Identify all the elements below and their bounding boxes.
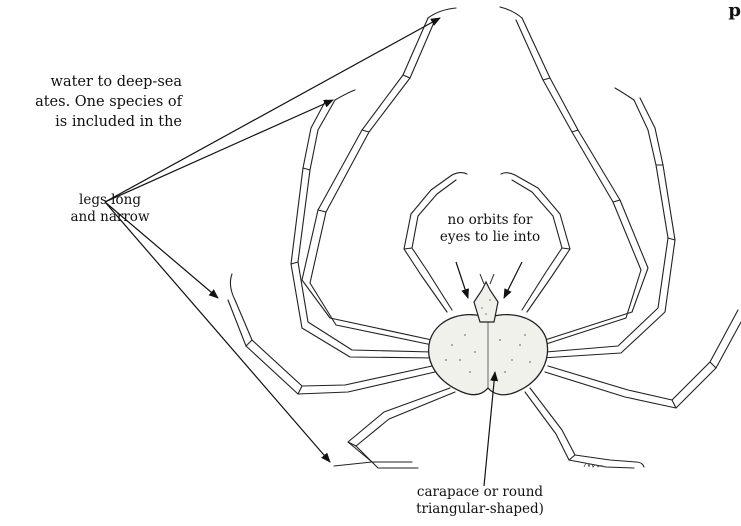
orbits-label-line: no orbits for: [447, 212, 533, 228]
crab-legs: [227, 6, 741, 469]
body-text-fragment: water to deep-sea ates. One species of i…: [0, 72, 182, 132]
orbit-pointer-arrows: [455, 261, 523, 299]
body-text-line: is included in the: [55, 114, 182, 130]
carapace-label-line: triangular-shaped): [416, 501, 544, 517]
cropped-heading-fragment: p: [728, 0, 741, 21]
arrow-to-rear-leg: [104, 201, 331, 463]
arrow-to-third-leg: [104, 201, 219, 299]
arrow-to-front-leg: [104, 17, 441, 203]
carapace-label: carapace or round triangular-shaped): [390, 484, 570, 518]
arrow-to-second-leg: [104, 99, 334, 203]
legs-label-line: legs long: [79, 192, 141, 208]
orbits-label-line: eyes to lie into: [439, 229, 541, 245]
body-text-line: water to deep-sea: [50, 74, 182, 90]
body-text-line: ates. One species of: [35, 94, 182, 110]
arrow-to-carapace: [483, 371, 499, 487]
legs-label: legs long and narrow: [50, 192, 170, 226]
arrow-to-left-eye: [455, 261, 469, 299]
artist-signature: [583, 460, 605, 472]
legs-pointer-arrows: [104, 17, 441, 463]
carapace: [428, 273, 549, 396]
carapace-label-line: carapace or round: [416, 484, 544, 500]
orbits-label: no orbits for eyes to lie into: [410, 212, 570, 246]
legs-label-line: and narrow: [70, 209, 150, 225]
arrow-to-right-eye: [503, 261, 523, 299]
